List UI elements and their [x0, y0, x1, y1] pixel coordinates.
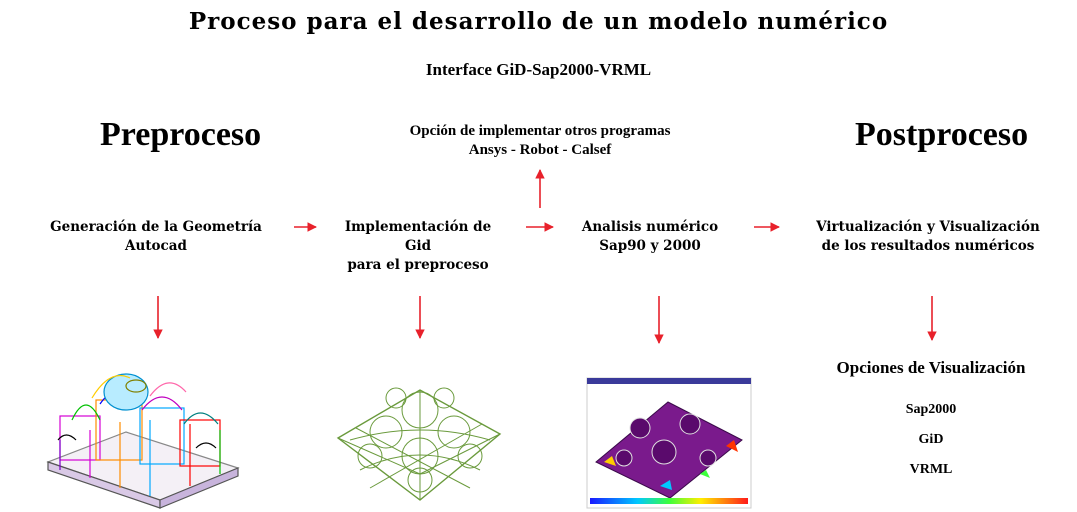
step-visualization: Virtualización y Visualización de los re…	[782, 218, 1074, 256]
step-geometry-line-2: Autocad	[125, 238, 187, 254]
gid-mesh-image	[336, 387, 502, 501]
step-analysis-line-2: Sap90 y 2000	[599, 238, 701, 254]
step-gid: Implementación de Gid para el preproceso	[318, 218, 518, 275]
option-line-2: Ansys - Robot - Calsef	[468, 142, 612, 158]
step-geometry: Generación de la Geometría Autocad	[6, 218, 306, 256]
viz-option-sap2000: Sap2000	[905, 402, 957, 417]
step-analysis: Analisis numérico Sap90 y 2000	[560, 218, 740, 256]
step-gid-line-2: Gid	[404, 238, 432, 254]
postproceso-heading: Postproceso	[855, 116, 1029, 153]
option-line-1: Opción de implementar otros programas	[409, 123, 671, 139]
other-programs-option: Opción de implementar otros programas An…	[340, 122, 740, 160]
step-gid-line-1: Implementación de	[344, 219, 492, 235]
step-visualization-line-1: Virtualización y Visualización	[816, 219, 1040, 235]
step-geometry-line-1: Generación de la Geometría	[50, 219, 262, 235]
autocad-model-image	[46, 373, 240, 509]
viz-option-vrml: VRML	[909, 462, 953, 477]
visualization-options-title: Opciones de Visualización	[836, 358, 1026, 377]
step-visualization-line-2: de los resultados numéricos	[821, 238, 1035, 254]
sap-analysis-image	[586, 377, 752, 509]
diagram-title: Proceso para el desarrollo de un modelo …	[188, 8, 889, 35]
viz-option-gid: GiD	[918, 432, 944, 447]
preproceso-heading: Preproceso	[100, 116, 262, 153]
step-gid-line-3: para el preproceso	[347, 257, 489, 273]
diagram-subtitle: Interface GiD-Sap2000-VRML	[425, 60, 652, 79]
step-analysis-line-1: Analisis numérico	[581, 219, 719, 235]
